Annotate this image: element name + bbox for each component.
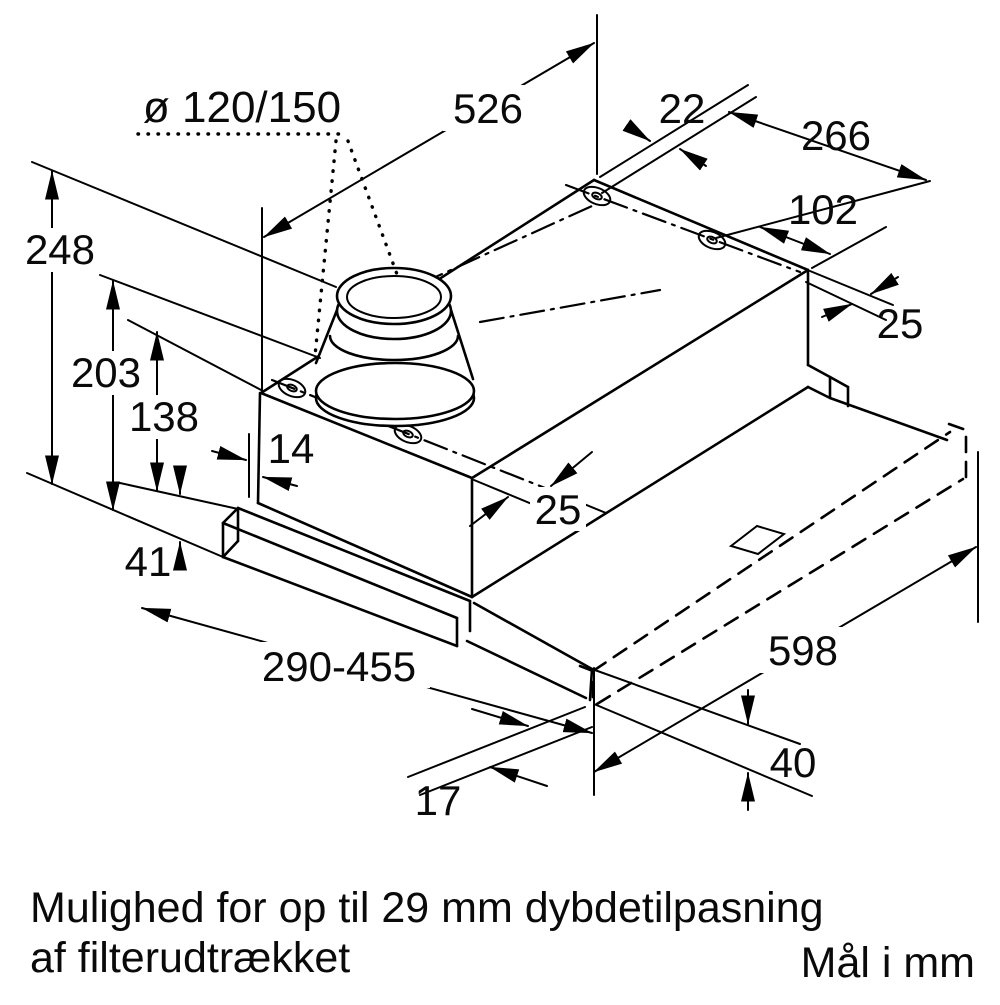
dim-front-offset-label: 14 <box>268 425 315 472</box>
keyhole-slot <box>697 229 727 251</box>
dim-height-inner-label: 138 <box>129 393 199 440</box>
dim-pullout-thickness-label: 40 <box>770 739 817 786</box>
dim-height-to-top-label: 203 <box>71 349 141 396</box>
keyhole-slot <box>277 377 307 399</box>
dim-visor-height-label: 41 <box>125 538 172 585</box>
dim-pullout-width-label: 598 <box>768 627 838 674</box>
duct-diameter-label: ø 120/150 <box>143 83 341 132</box>
dim-pullout-bottom-offset-label: 17 <box>415 777 462 824</box>
hood-body <box>256 178 810 599</box>
units-note: Mål i mm <box>801 939 975 987</box>
note-line2: af filterudtrækket <box>30 934 350 982</box>
dim-keyhole-inset-rear-label: 25 <box>877 300 924 347</box>
dim-keyhole-inset-front-label: 25 <box>535 486 582 533</box>
dim-keyhole-offset-left-label: 22 <box>659 85 706 132</box>
dim-depth-range-label: 290-455 <box>262 643 416 690</box>
footer-notes: Mulighed for op til 29 mm dybdetilpasnin… <box>30 884 975 987</box>
dimension-labels: ø 120/150 526 22 266 102 25 248 203 138 … <box>25 83 923 824</box>
dim-keyhole-spacing-label: 266 <box>801 112 871 159</box>
label-backgrounds <box>20 85 850 688</box>
dim-keyhole-offset-corner-label: 102 <box>788 186 858 233</box>
mounting-bracket <box>806 363 850 408</box>
dim-top-width-label: 526 <box>453 85 523 132</box>
duct-collar <box>314 266 476 428</box>
note-line1: Mulighed for op til 29 mm dybdetilpasnin… <box>30 884 824 932</box>
dim-total-height-label: 248 <box>25 226 95 273</box>
